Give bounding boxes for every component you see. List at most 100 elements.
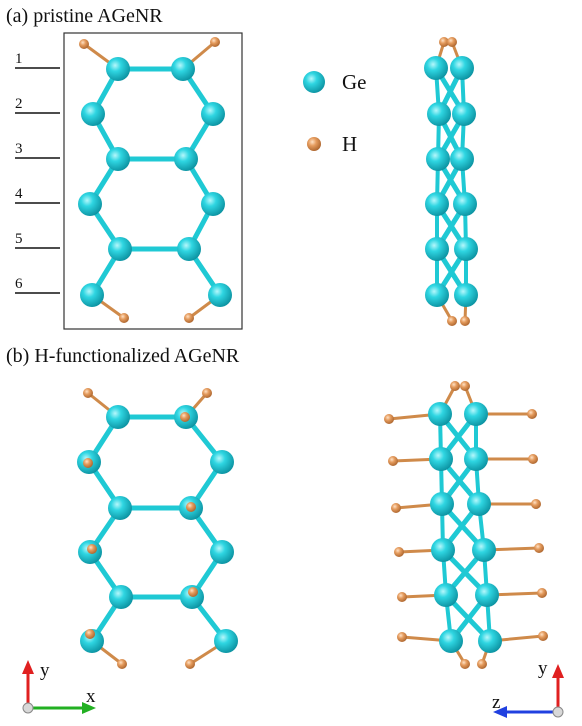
ge-atom bbox=[210, 450, 234, 474]
ge-atom bbox=[430, 492, 454, 516]
ge-atom bbox=[177, 237, 201, 261]
ge-atom bbox=[78, 192, 102, 216]
h-atom bbox=[460, 659, 470, 669]
axis-triad-right: y z bbox=[492, 658, 564, 718]
y-arrow-head-right bbox=[552, 664, 564, 678]
h-atom bbox=[397, 632, 407, 642]
h-atom bbox=[87, 544, 97, 554]
ge-atom bbox=[201, 192, 225, 216]
h-atom bbox=[119, 313, 129, 323]
ge-atom bbox=[431, 538, 455, 562]
h-atom bbox=[83, 458, 93, 468]
h-atom bbox=[538, 631, 548, 641]
ge-atom bbox=[453, 192, 477, 216]
ge-atom bbox=[454, 283, 478, 307]
ge-atom bbox=[429, 447, 453, 471]
ribbon-frame bbox=[63, 32, 243, 330]
ge-atom bbox=[464, 447, 488, 471]
caption-panel-b: (b) H-functionalized AGeNR bbox=[6, 345, 240, 367]
pristine-top-view bbox=[78, 37, 232, 323]
ge-atom bbox=[106, 405, 130, 429]
ge-atom bbox=[467, 492, 491, 516]
h-atom bbox=[180, 412, 190, 422]
h-atom bbox=[531, 499, 541, 509]
h-atom bbox=[528, 454, 538, 464]
axis-triad-left: y x bbox=[22, 660, 96, 714]
h-atom bbox=[391, 503, 401, 513]
z-arrow-head bbox=[493, 706, 507, 718]
h-atom bbox=[117, 659, 127, 669]
legend-h-label: H bbox=[342, 132, 357, 156]
h-atom bbox=[188, 587, 198, 597]
pristine-side-view bbox=[424, 37, 478, 326]
h-atom bbox=[394, 547, 404, 557]
h-atom bbox=[447, 37, 457, 47]
ge-atom bbox=[439, 629, 463, 653]
ge-atom bbox=[106, 147, 130, 171]
h-atom bbox=[388, 456, 398, 466]
legend-ge-label: Ge bbox=[342, 70, 367, 94]
ge-atom bbox=[450, 56, 474, 80]
ge-atom bbox=[174, 147, 198, 171]
axis-label-z: z bbox=[492, 692, 500, 713]
ge-atom bbox=[171, 57, 195, 81]
ge-atom bbox=[108, 496, 132, 520]
ge-atom bbox=[454, 237, 478, 261]
h-atom bbox=[202, 388, 212, 398]
ge-atom bbox=[464, 402, 488, 426]
legend-ge-swatch bbox=[303, 71, 325, 93]
h-atom bbox=[185, 659, 195, 669]
legend-h-swatch bbox=[307, 137, 321, 151]
ge-atom bbox=[472, 538, 496, 562]
ge-atom bbox=[452, 102, 476, 126]
ge-atom bbox=[80, 283, 104, 307]
ge-atom bbox=[208, 283, 232, 307]
h-atom bbox=[527, 409, 537, 419]
row-label-5: 5 bbox=[15, 231, 23, 247]
x-arrow-head bbox=[82, 702, 96, 714]
hfunc-side-view bbox=[384, 381, 548, 669]
axis-label-y-left: y bbox=[40, 660, 50, 681]
ge-atom bbox=[81, 102, 105, 126]
h-atom bbox=[460, 316, 470, 326]
h-atom bbox=[397, 592, 407, 602]
h-atom bbox=[384, 414, 394, 424]
ge-atom bbox=[109, 585, 133, 609]
ge-atom bbox=[478, 629, 502, 653]
ge-atom bbox=[425, 283, 449, 307]
h-atom bbox=[534, 543, 544, 553]
ge-atom bbox=[450, 147, 474, 171]
h-atom bbox=[439, 37, 449, 47]
h-atom bbox=[447, 316, 457, 326]
axis-label-y-right: y bbox=[538, 658, 548, 679]
ge-atom bbox=[108, 237, 132, 261]
h-atom bbox=[450, 381, 460, 391]
ge-atom bbox=[201, 102, 225, 126]
ge-atom bbox=[475, 583, 499, 607]
ge-atom bbox=[214, 629, 238, 653]
ge-atom bbox=[425, 192, 449, 216]
h-atom bbox=[477, 659, 487, 669]
ge-atom bbox=[428, 402, 452, 426]
row-label-6: 6 bbox=[15, 276, 23, 292]
row-label-2: 2 bbox=[15, 96, 23, 112]
row-label-3: 3 bbox=[15, 141, 23, 157]
h-atom bbox=[186, 502, 196, 512]
h-atom bbox=[210, 37, 220, 47]
h-atom bbox=[79, 39, 89, 49]
row-label-1: 1 bbox=[15, 51, 23, 67]
ge-atom bbox=[434, 583, 458, 607]
row-labels: 1 2 3 4 5 6 bbox=[15, 51, 60, 294]
ge-atom bbox=[106, 57, 130, 81]
ge-atom bbox=[427, 102, 451, 126]
h-atom bbox=[85, 629, 95, 639]
h-atom bbox=[460, 381, 470, 391]
h-atom bbox=[537, 588, 547, 598]
ge-atom bbox=[424, 56, 448, 80]
caption-panel-a: (a) pristine AGeNR bbox=[6, 5, 163, 27]
h-atom bbox=[83, 388, 93, 398]
ge-atom bbox=[425, 237, 449, 261]
h-atom bbox=[184, 313, 194, 323]
ge-atom bbox=[210, 540, 234, 564]
